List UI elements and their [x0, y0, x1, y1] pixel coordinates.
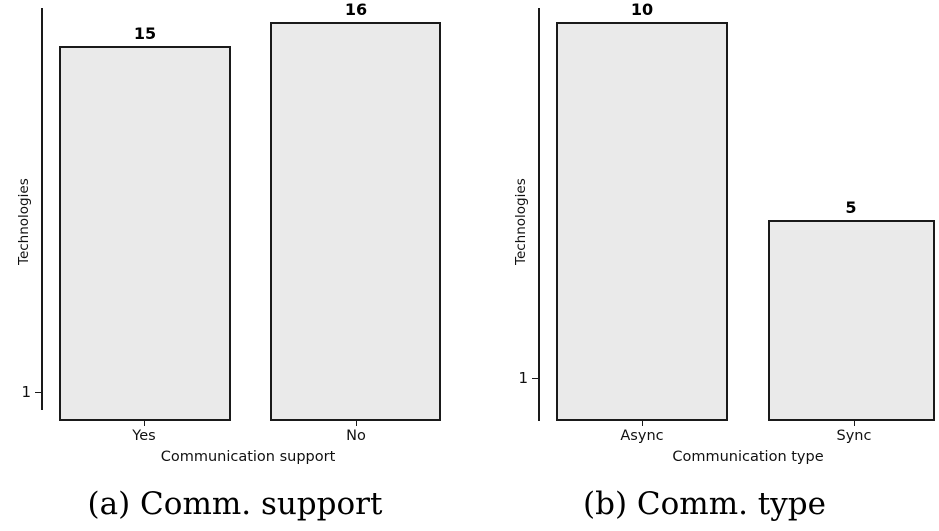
bar-value-async: 10 [630, 0, 654, 19]
x-tick-label-yes: Yes [132, 428, 156, 444]
bar-no[interactable] [270, 22, 441, 421]
x-axis-title-b: Communication type [672, 449, 824, 465]
y-axis-title-a: Technologies [16, 178, 32, 265]
x-axis-title-a: Communication support [160, 449, 336, 465]
subfigure-comm-support: 1 Technologies 15 16 Yes No Communicatio… [0, 0, 470, 522]
subfigure-caption-b: (b) Comm. type [583, 486, 826, 522]
bar-value-no: 16 [344, 0, 368, 19]
x-tick-mark-yes [144, 421, 145, 426]
bar-value-yes: 15 [133, 24, 157, 43]
x-tick-label-sync: Sync [836, 428, 872, 444]
y-axis-spine-b [538, 8, 540, 421]
bar-value-sync: 5 [845, 198, 857, 217]
subfigure-caption-a: (a) Comm. support [87, 486, 383, 522]
x-tick-mark-no [356, 421, 357, 426]
y-tick-mark-b-1 [532, 378, 538, 379]
y-tick-label-a-1: 1 [21, 383, 31, 401]
x-tick-label-async: Async [620, 428, 664, 444]
bar-async[interactable] [556, 22, 728, 421]
x-tick-mark-sync [854, 421, 855, 426]
plot-area-b: 1 Technologies 10 5 Async Sync Communica… [470, 0, 939, 480]
y-tick-label-b-1: 1 [518, 369, 528, 387]
y-axis-spine-a [41, 8, 43, 410]
y-tick-mark-a-1 [35, 392, 41, 393]
y-axis-title-b: Technologies [513, 178, 529, 265]
x-tick-label-no: No [346, 428, 366, 444]
bar-sync[interactable] [768, 220, 935, 421]
subfigure-comm-type: 1 Technologies 10 5 Async Sync Communica… [470, 0, 939, 531]
bar-yes[interactable] [59, 46, 231, 421]
x-tick-mark-async [642, 421, 643, 426]
plot-area-a: 1 Technologies 15 16 Yes No Communicatio… [0, 0, 470, 480]
